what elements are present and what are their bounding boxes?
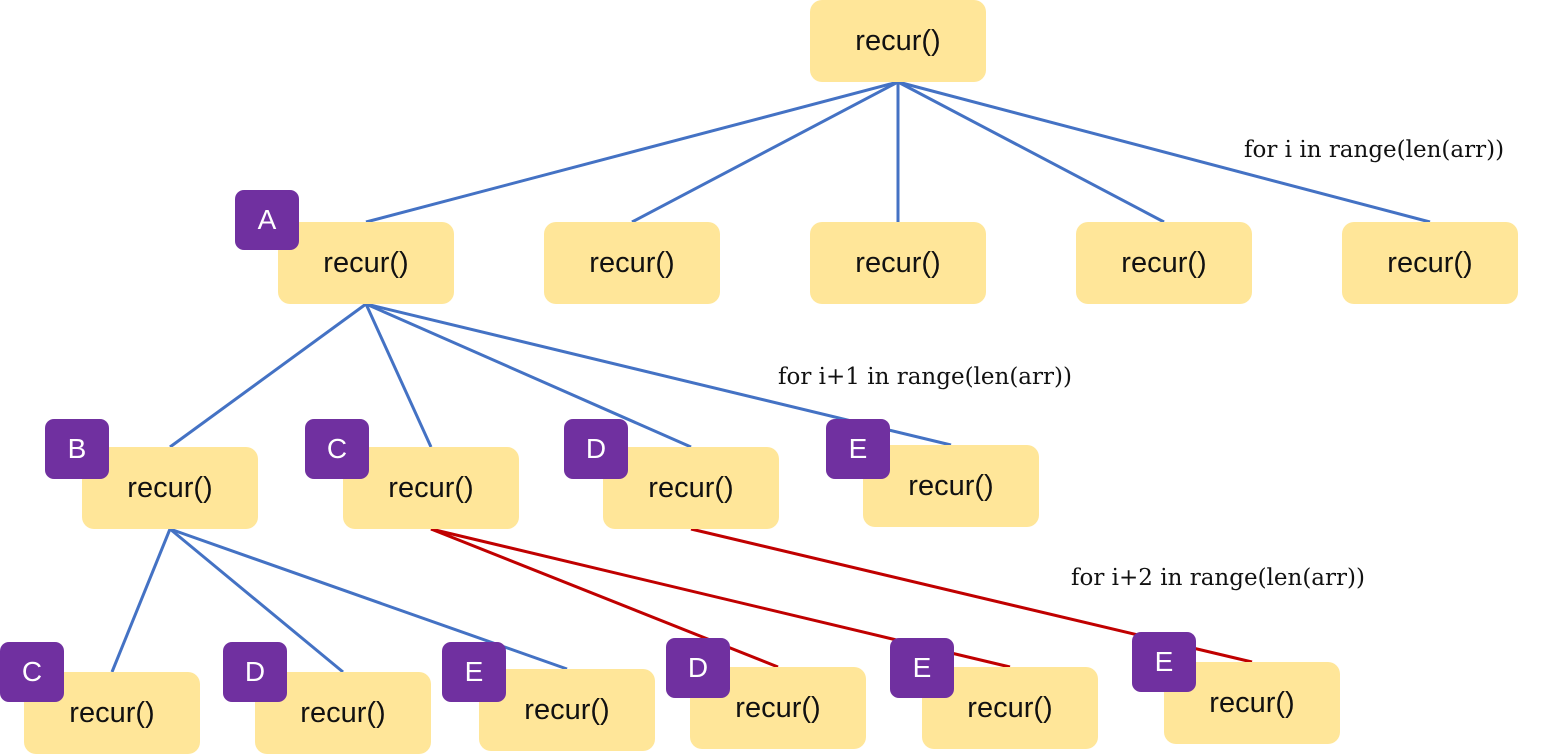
node-label: recur() <box>1121 246 1207 279</box>
tag-badge-e: E <box>1132 632 1196 692</box>
edge-root-to-level1-3 <box>897 80 1165 224</box>
node-label: recur() <box>735 691 821 724</box>
tag-letter: E <box>912 652 932 683</box>
loop-label-level3: for i+2 in range(len(arr)) <box>1071 565 1365 591</box>
node-label: recur() <box>855 246 941 279</box>
tag-letter: D <box>687 652 709 683</box>
root-recur-node: recur() <box>810 0 986 82</box>
edge-level2-0-to-level3-0 <box>110 528 172 673</box>
node-label: recur() <box>967 691 1053 724</box>
tag-badge-c: C <box>305 419 369 479</box>
level2-recur-node-d: recur() <box>603 447 779 529</box>
edge-level1-0-to-level2-0 <box>169 302 367 449</box>
tag-letter: E <box>848 433 868 464</box>
node-label: recur() <box>855 24 941 57</box>
level1-recur-node: recur() <box>544 222 720 304</box>
tag-badge-d: D <box>666 638 730 698</box>
tag-letter: D <box>244 656 266 687</box>
level1-recur-node: recur() <box>1076 222 1252 304</box>
node-label: recur() <box>127 471 213 504</box>
node-label: recur() <box>388 471 474 504</box>
edge-root-to-level1-1 <box>631 80 899 224</box>
node-label: recur() <box>1387 246 1473 279</box>
node-label: recur() <box>648 471 734 504</box>
edge-root-to-level1-0 <box>365 80 899 224</box>
edge-root-to-level1-4 <box>897 80 1431 224</box>
node-label: recur() <box>524 693 610 726</box>
tag-letter: A <box>257 204 277 235</box>
node-label: recur() <box>1209 686 1295 719</box>
tag-badge-d: D <box>564 419 628 479</box>
level1-recur-node: recur() <box>1342 222 1518 304</box>
tag-letter: C <box>326 433 348 464</box>
level1-recur-node-a: recur() <box>278 222 454 304</box>
tag-letter: D <box>585 433 607 464</box>
level2-recur-node-b: recur() <box>82 447 258 529</box>
level3-recur-node-e: recur() <box>479 669 655 751</box>
level2-recur-node-c: recur() <box>343 447 519 529</box>
tag-badge-e: E <box>826 419 890 479</box>
tag-letter: E <box>1154 646 1174 677</box>
tag-badge-b: B <box>45 419 109 479</box>
node-label: recur() <box>300 696 386 729</box>
edge-level2-0-to-level3-1 <box>169 527 344 674</box>
edge-level1-0-to-level2-2 <box>365 302 692 449</box>
tag-badge-c: C <box>0 642 64 702</box>
loop-label-level1: for i in range(len(arr)) <box>1244 137 1505 163</box>
node-label: recur() <box>908 469 994 502</box>
tag-letter: B <box>67 433 87 464</box>
loop-label-level2: for i+1 in range(len(arr)) <box>778 364 1072 390</box>
node-label: recur() <box>589 246 675 279</box>
node-label: recur() <box>323 246 409 279</box>
tag-badge-d: D <box>223 642 287 702</box>
edge-level1-0-to-level2-1 <box>364 303 433 448</box>
tag-badge-e: E <box>442 642 506 702</box>
level2-recur-node-e: recur() <box>863 445 1039 527</box>
tag-letter: E <box>464 656 484 687</box>
tag-badge-a: A <box>235 190 299 250</box>
node-label: recur() <box>69 696 155 729</box>
tag-letter: C <box>21 656 43 687</box>
level1-recur-node: recur() <box>810 222 986 304</box>
tag-badge-e: E <box>890 638 954 698</box>
